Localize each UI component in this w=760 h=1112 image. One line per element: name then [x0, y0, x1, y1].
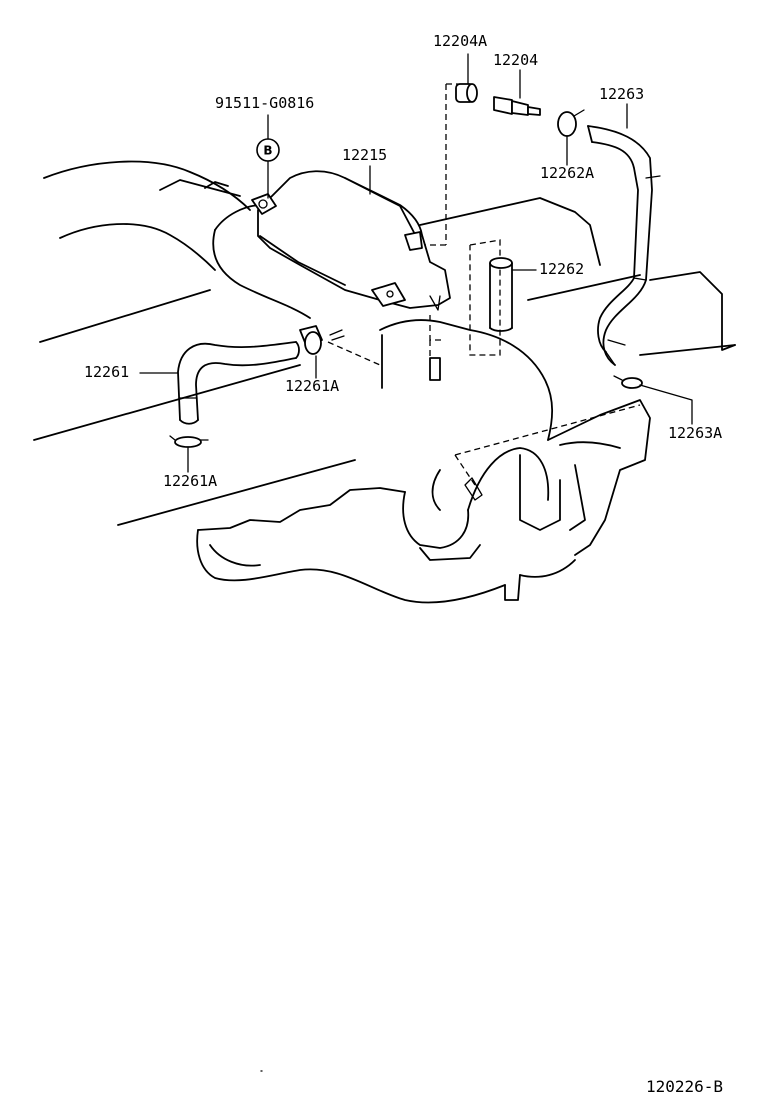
- bolt-marker-b: B: [256, 138, 280, 162]
- label-12262: 12262: [539, 260, 585, 278]
- assembly-guides: [327, 83, 641, 486]
- oil-separator-12215: [251, 170, 451, 311]
- pcv-valve-12204: [493, 96, 541, 116]
- clamp-12263A: [613, 375, 643, 389]
- grommet-12204A: [455, 83, 478, 103]
- hose-12263: [587, 125, 661, 366]
- label-91511-G0816: 91511-G0816: [215, 94, 315, 112]
- figure-code: 120226-B: [646, 1077, 724, 1096]
- label-12261A-upper: 12261A: [285, 377, 340, 395]
- clamp-12262A: [557, 109, 585, 137]
- clamp-12261A-lower: [169, 435, 209, 448]
- hose-12262: [489, 257, 513, 332]
- label-12215: 12215: [342, 146, 388, 164]
- clamp-12261A-upper: [299, 325, 345, 355]
- svg-text:B: B: [263, 144, 272, 158]
- engine-outline: [33, 160, 736, 604]
- label-12204A: 12204A: [433, 32, 488, 50]
- hose-12261: [177, 341, 300, 425]
- label-12263A: 12263A: [668, 424, 723, 442]
- label-12261A-lower: 12261A: [163, 472, 218, 490]
- leader-lines: [139, 53, 693, 473]
- label-12261: 12261: [84, 363, 130, 381]
- label-12204: 12204: [493, 51, 539, 69]
- label-12262A: 12262A: [540, 164, 595, 182]
- label-12263: 12263: [599, 85, 645, 103]
